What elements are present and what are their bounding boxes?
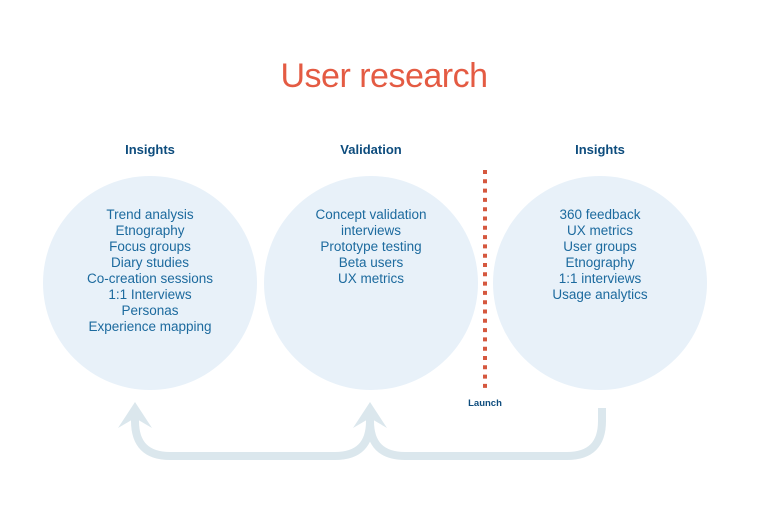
method-item: Prototype testing bbox=[320, 239, 422, 254]
method-item: UX metrics bbox=[566, 223, 633, 238]
method-item: 1:1 interviews bbox=[558, 271, 642, 286]
method-item: Trend analysis bbox=[106, 207, 194, 222]
method-item: 1:1 Interviews bbox=[108, 287, 192, 302]
method-item: UX metrics bbox=[337, 271, 404, 286]
method-item: Etnography bbox=[565, 255, 635, 270]
launch-label: Launch bbox=[468, 398, 502, 409]
method-item: Co-creation sessions bbox=[86, 271, 214, 286]
method-list-validation: Concept validation interviews Prototype … bbox=[264, 207, 478, 287]
page-title: User research bbox=[280, 56, 488, 95]
column-header-validation: Validation bbox=[340, 142, 402, 157]
arrowhead-up-left-icon bbox=[118, 402, 152, 428]
method-item: Beta users bbox=[338, 255, 404, 270]
research-circle-insights-right bbox=[493, 176, 707, 390]
column-header-insights-left: Insights bbox=[125, 142, 175, 157]
method-list-insights-left: Trend analysis Etnography Focus groups D… bbox=[43, 207, 257, 335]
loop-arrow-left bbox=[131, 414, 374, 460]
method-item: Concept validation bbox=[315, 207, 427, 222]
method-item: Personas bbox=[121, 303, 179, 318]
method-item: Usage analytics bbox=[552, 287, 648, 302]
method-item: Diary studies bbox=[110, 255, 190, 270]
method-item: User groups bbox=[563, 239, 637, 254]
column-header-insights-right: Insights bbox=[575, 142, 625, 157]
loop-arrow-right bbox=[366, 408, 606, 460]
method-item: Experience mapping bbox=[88, 319, 212, 334]
method-item: Etnography bbox=[115, 223, 185, 238]
method-item: Focus groups bbox=[109, 239, 191, 254]
research-circle-insights-left bbox=[43, 176, 257, 390]
method-list-insights-right: 360 feedback UX metrics User groups Etno… bbox=[493, 207, 707, 303]
method-item: 360 feedback bbox=[559, 207, 641, 222]
arrowhead-up-middle-icon bbox=[353, 402, 387, 428]
research-circle-validation bbox=[264, 176, 478, 390]
method-item: interviews bbox=[340, 223, 402, 238]
